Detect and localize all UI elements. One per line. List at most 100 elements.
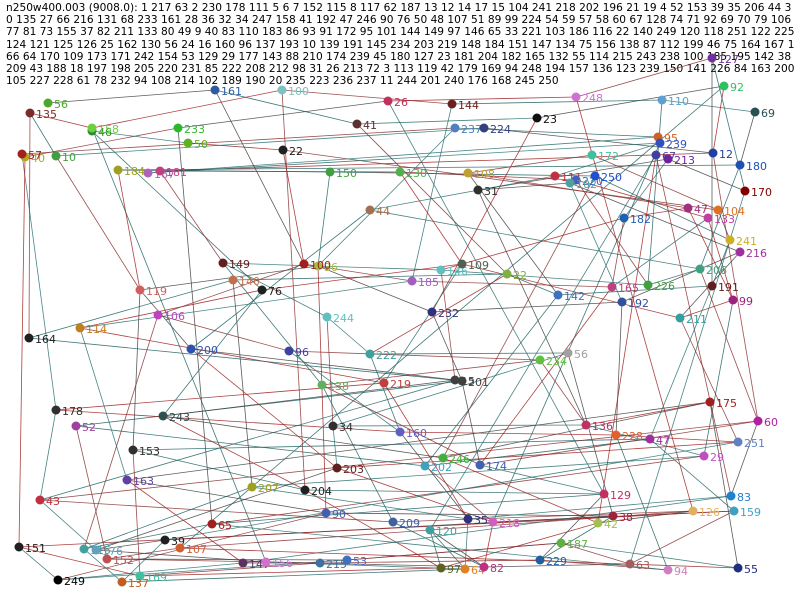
node-dot [247,482,257,492]
node-dot [102,554,112,564]
edge [429,529,442,569]
node-label: 140 [239,275,260,288]
node-label: 161 [221,85,242,98]
node-dot [325,167,335,177]
node-dot [695,264,705,274]
edge [79,289,263,329]
graph-node: 12 [708,148,733,161]
node-dot [173,123,183,133]
edge [454,127,659,138]
graph-node: 107 [175,543,207,556]
edge [147,136,659,174]
node-label: 41 [363,119,377,132]
edge [649,438,735,512]
edge [28,112,31,339]
node-label: 241 [736,235,757,248]
edge [282,149,305,265]
graph-node: 192 [617,297,649,310]
node-dot [328,421,338,431]
node-label: 211 [686,313,707,326]
edge [440,269,456,381]
node-label: 63 [636,559,650,572]
edge [649,285,713,440]
edge [467,172,559,296]
graph-node: 29 [699,451,724,464]
node-dot [315,558,325,568]
edge [21,153,57,411]
node-label: 228 [622,430,643,443]
graph-node: 164 [24,333,56,346]
edge [711,239,731,287]
graph-node: 136 [581,420,613,433]
graph-node: 244 [322,312,354,325]
graph-node: 52 [71,421,96,434]
graph-node: 226 [643,280,675,293]
node-dot [608,511,618,521]
node-label: 127 [718,53,739,66]
node-dot [14,542,24,552]
edge [506,273,559,296]
edge [79,327,128,481]
node-label: 233 [184,123,205,136]
edge [699,268,759,422]
edge [411,103,453,282]
graph-node: 102 [565,178,597,191]
node-dot [705,397,715,407]
graph-node: 243 [158,411,190,424]
node-dot [707,53,717,63]
node-label: 100 [310,259,331,272]
edge [440,522,599,569]
node-label: 204 [311,485,332,498]
graph-node: 96 [284,346,309,359]
node-dot [556,538,566,548]
node-dot [158,411,168,421]
edge [392,510,694,523]
node-label: 187 [567,538,588,551]
node-label: 249 [64,575,85,588]
graph-node: 250 [590,171,622,184]
node-label: 213 [674,154,695,167]
node-dot [427,307,437,317]
node-label: 22 [289,145,303,158]
edge [28,279,234,339]
node-label: 149 [229,258,250,271]
graph-node: 55 [733,563,758,576]
edge [483,127,714,154]
edge [132,449,306,491]
graph-node: 60 [753,416,778,429]
node-dot [313,261,323,271]
node-label: 12 [719,148,733,161]
edge [190,209,371,350]
edge [139,289,192,350]
node-label: 22 [513,269,527,282]
edge [162,415,444,459]
graph-node: 47 [683,203,708,216]
edge [730,420,759,497]
graph-node: 165 [607,282,639,295]
node-dot [565,178,575,188]
edge [575,179,649,286]
edge [536,85,725,119]
graph-node: 237 [450,123,482,136]
graph-node: 63 [625,559,650,572]
graph-node: 94 [663,565,688,578]
node-dot [475,460,485,470]
node-dot [663,565,673,575]
edge [55,382,385,411]
node-dot [590,171,600,181]
graph-node: 175 [705,397,737,410]
graph-node: 50 [183,138,208,151]
node-dot [284,346,294,356]
graph-node: 126 [688,506,720,519]
edge [717,209,731,241]
node-label: 191 [718,281,739,294]
node-label: 150 [336,167,357,180]
graph-node: 100 [299,259,331,272]
graph-node: 233 [173,123,205,136]
node-label: 97 [447,563,461,576]
node-label: 159 [740,506,761,519]
node-label: 56 [574,348,588,361]
node-label: 206 [706,264,727,277]
graph-node: 153 [128,445,160,458]
